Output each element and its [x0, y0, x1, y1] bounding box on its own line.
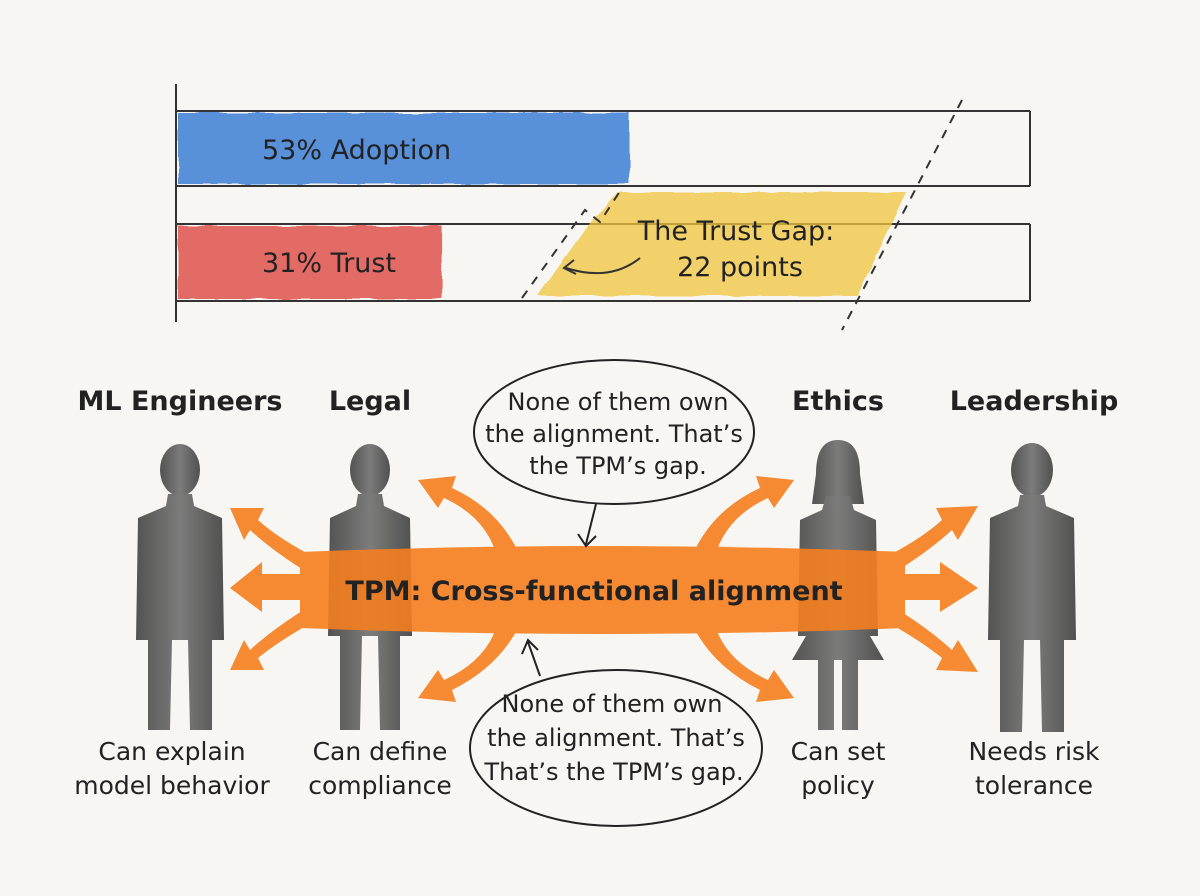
role-leadership-desc-1: Needs risk: [968, 737, 1100, 766]
person-icon: [136, 444, 224, 730]
speech-bubble-bottom: None of them own the alignment. That’s T…: [469, 638, 763, 827]
role-legal-desc-2: compliance: [308, 771, 451, 800]
trust-gap-annotation: The Trust Gap: 22 points: [521, 99, 963, 331]
arrow-icon: [418, 622, 520, 702]
role-legal-title: Legal: [329, 386, 411, 417]
trust-bar-label: 31% Trust: [262, 248, 396, 279]
role-ethics-desc-2: policy: [801, 771, 875, 800]
role-ml-engineers-title: ML Engineers: [78, 386, 283, 417]
bubble-top-line-2: the alignment. That’s: [485, 420, 743, 448]
trust-bar: [178, 226, 443, 299]
arrow-icon: [880, 506, 978, 574]
trust-gap-title: The Trust Gap:: [637, 216, 834, 247]
role-legal-desc-1: Can define: [313, 737, 448, 766]
arrow-icon: [577, 503, 597, 548]
arrow-icon: [880, 606, 978, 672]
bubble-bottom-line-1: None of them own: [502, 690, 723, 718]
role-leadership-desc-2: tolerance: [975, 771, 1093, 800]
bubble-bottom-line-2: the alignment. That’s: [487, 724, 745, 752]
role-ethics-title: Ethics: [792, 386, 884, 417]
arrow-icon: [692, 476, 794, 560]
person-icon: [988, 443, 1076, 732]
tpm-alignment-band: [230, 476, 978, 702]
bubble-bottom-line-3: That’s the TPM’s gap.: [483, 758, 743, 786]
role-ml-engineers-desc-1: Can explain: [98, 737, 245, 766]
trust-gap-value: 22 points: [677, 252, 803, 283]
arrow-icon: [230, 562, 310, 612]
arrow-icon: [418, 476, 520, 560]
speech-bubble-top: None of them own the alignment. That’s t…: [473, 359, 755, 548]
arrow-icon: [230, 606, 320, 670]
role-leadership-title: Leadership: [950, 386, 1119, 417]
arrow-icon: [521, 638, 541, 677]
role-ethics-desc-1: Can set: [791, 737, 886, 766]
bar-chart: 53% Adoption 31% Trust: [175, 84, 1031, 322]
role-ml-engineers-desc-2: model behavior: [74, 771, 270, 800]
adoption-bar-label: 53% Adoption: [262, 135, 451, 166]
gap-pointer-arrow-icon: [565, 257, 641, 275]
tpm-alignment-label: TPM: Cross-functional alignment: [345, 576, 842, 607]
arrow-icon: [692, 622, 794, 702]
bubble-top-line-3: the TPM’s gap.: [529, 452, 706, 480]
gap-dashed-line-left: [521, 187, 623, 299]
adoption-bar: [178, 113, 630, 184]
trust-gap-highlight: [538, 192, 906, 296]
arrow-icon: [890, 562, 978, 612]
arrow-icon: [230, 508, 320, 574]
bubble-top-line-1: None of them own: [508, 388, 729, 416]
